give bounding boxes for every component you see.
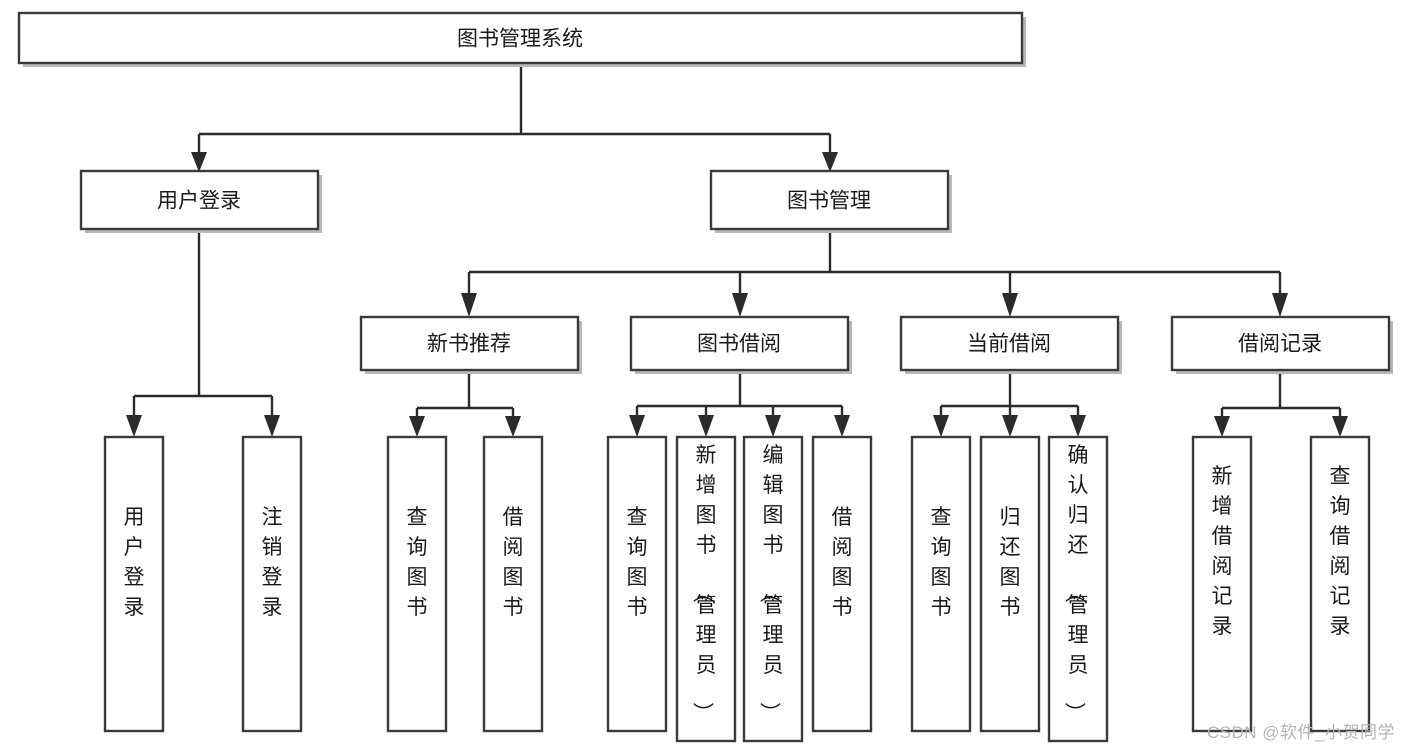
node-new-book-recommend-label: 新书推荐 (427, 333, 511, 356)
leaf-return-book-box[interactable] (979, 435, 1041, 733)
leaf-return-book-label: 归还图书 (1000, 506, 1021, 619)
leaf-query-book-3-box[interactable] (910, 435, 972, 733)
node-root-label: 图书管理系统 (457, 28, 583, 51)
arrow-br-l2 (1332, 416, 1348, 437)
leaf-query-record[interactable]: 查询借阅记录 (1309, 435, 1371, 733)
node-book-manage[interactable]: 图书管理 (709, 169, 952, 233)
leaf-user-login-box[interactable] (103, 435, 165, 733)
leaf-add-record-label: 新增借阅记录 (1212, 465, 1233, 638)
node-book-borrow-label: 图书借阅 (697, 333, 781, 356)
leaf-user-login[interactable]: 用户登录 (103, 435, 165, 733)
node-book-borrow-box[interactable] (629, 315, 850, 372)
arrow-bm-c2 (732, 293, 748, 317)
node-current-borrow-box[interactable] (899, 315, 1120, 372)
leaf-confirm-return-box[interactable] (1047, 435, 1109, 743)
leaf-add-record-box[interactable] (1191, 435, 1253, 733)
leaf-borrow-book-1[interactable]: 借阅图书 (482, 435, 544, 733)
node-user-login-box[interactable] (79, 169, 320, 231)
leaf-borrow-book-1-box[interactable] (482, 435, 544, 733)
node-current-borrow-label: 当前借阅 (967, 333, 1051, 356)
leaf-query-book-1-label: 查询图书 (407, 506, 428, 619)
arrow-bb-l1 (629, 415, 645, 437)
node-user-login-label: 用户登录 (157, 190, 241, 213)
leaf-borrow-book-2-label: 借阅图书 (832, 506, 853, 619)
leaf-add-book-label: 新增图书（管理员） (691, 444, 717, 723)
node-root-box[interactable] (17, 11, 1024, 65)
leaf-return-book[interactable]: 归还图书 (979, 435, 1041, 733)
arrow-br-l1 (1214, 416, 1230, 437)
node-book-manage-label: 图书管理 (787, 190, 871, 213)
leaf-user-login-label: 用户登录 (124, 506, 145, 619)
node-new-book-recommend[interactable]: 新书推荐 (359, 315, 582, 374)
arrow-bm-c1 (461, 293, 477, 317)
leaf-logout-login[interactable]: 注销登录 (241, 435, 303, 733)
arrow-cb-l1 (933, 415, 949, 437)
node-book-borrow[interactable]: 图书借阅 (629, 315, 852, 374)
leaf-logout-login-box[interactable] (241, 435, 303, 733)
arrow-nbr-l1 (409, 416, 425, 437)
leaf-add-book[interactable]: 新增图书（管理员） (675, 435, 737, 743)
node-current-borrow[interactable]: 当前借阅 (899, 315, 1122, 374)
node-borrow-record-box[interactable] (1170, 315, 1391, 372)
leaf-query-book-2-label: 查询图书 (627, 506, 648, 619)
arrow-bb-l2 (698, 415, 714, 437)
arrow-user-login-l2 (264, 415, 280, 437)
arrow-cb-l3 (1070, 415, 1086, 437)
arrow-root-to-book-manage (822, 152, 838, 172)
arrow-bb-l3 (765, 415, 781, 437)
node-book-manage-box[interactable] (709, 169, 950, 231)
arrow-bm-c4 (1272, 293, 1288, 317)
leaf-confirm-return-label: 确认归还（管理员） (1063, 444, 1089, 723)
leaf-borrow-book-2[interactable]: 借阅图书 (811, 435, 873, 733)
leaf-edit-book-label: 编辑图书（管理员） (758, 444, 784, 723)
arrow-bm-c3 (1002, 293, 1018, 317)
leaf-query-record-label: 查询借阅记录 (1330, 465, 1351, 638)
node-root[interactable]: 图书管理系统 (17, 11, 1026, 67)
leaf-logout-login-label: 注销登录 (262, 506, 283, 619)
leaf-query-book-2-box[interactable] (606, 435, 668, 733)
arrow-bb-l4 (834, 415, 850, 437)
leaf-query-book-3[interactable]: 查询图书 (910, 435, 972, 733)
leaf-query-book-1[interactable]: 查询图书 (386, 435, 448, 733)
arrow-cb-l2 (1002, 415, 1018, 437)
edge-layer (126, 66, 1348, 437)
arrow-nbr-l2 (505, 416, 521, 437)
leaf-add-book-box[interactable] (675, 435, 737, 743)
leaf-query-record-box[interactable] (1309, 435, 1371, 733)
leaf-edit-book-box[interactable] (742, 435, 804, 743)
node-borrow-record-label: 借阅记录 (1238, 333, 1322, 356)
leaf-edit-book[interactable]: 编辑图书（管理员） (742, 435, 804, 743)
node-borrow-record[interactable]: 借阅记录 (1170, 315, 1393, 374)
arrow-root-to-user-login (191, 152, 207, 172)
leaf-confirm-return[interactable]: 确认归还（管理员） (1047, 435, 1109, 743)
node-user-login[interactable]: 用户登录 (79, 169, 322, 233)
leaf-add-record[interactable]: 新增借阅记录 (1191, 435, 1253, 733)
leaf-borrow-book-1-label: 借阅图书 (503, 506, 524, 619)
leaf-query-book-3-label: 查询图书 (931, 506, 952, 619)
node-new-book-recommend-box[interactable] (359, 315, 580, 372)
leaf-query-book-2[interactable]: 查询图书 (606, 435, 668, 733)
leaf-borrow-book-2-box[interactable] (811, 435, 873, 733)
leaf-query-book-1-box[interactable] (386, 435, 448, 733)
arrow-user-login-l1 (126, 415, 142, 437)
